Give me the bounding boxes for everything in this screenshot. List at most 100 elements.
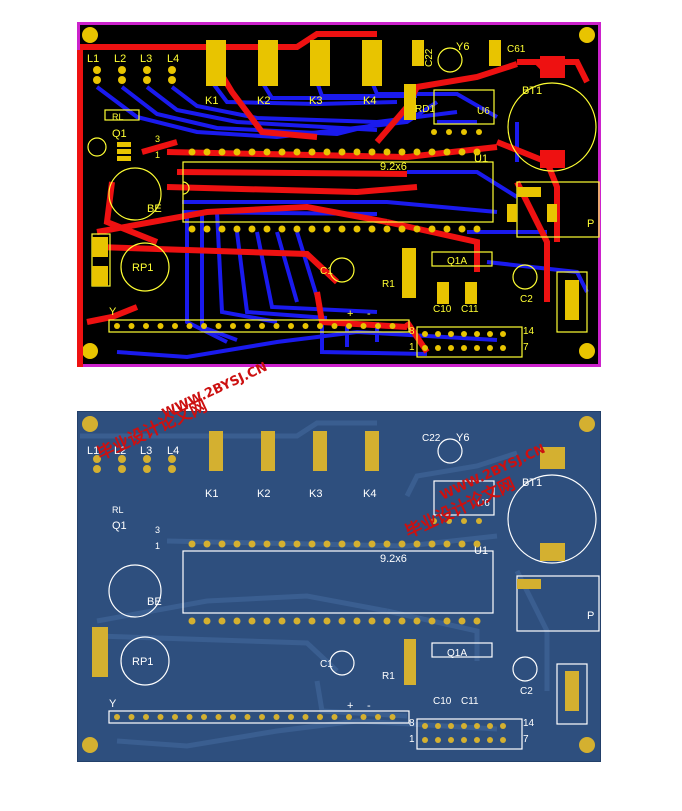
pin-pad xyxy=(461,331,467,337)
q1a-label: Q1A xyxy=(447,256,467,267)
pin-pad xyxy=(487,331,493,337)
pin-pad xyxy=(278,540,286,548)
pin-pad xyxy=(448,723,454,729)
pin-pad xyxy=(500,345,506,351)
pin-pad xyxy=(248,225,256,233)
pin-pad xyxy=(346,323,352,329)
pin-pad xyxy=(353,148,361,156)
pin-pad xyxy=(383,540,391,548)
pin-pad xyxy=(487,737,493,743)
c2-label: C2 xyxy=(520,686,533,697)
pin-pad xyxy=(476,129,482,135)
board-bottom-background xyxy=(77,411,601,762)
pin-pad xyxy=(383,617,391,625)
pin-pad xyxy=(487,345,493,351)
u6-label: U6 xyxy=(477,498,490,509)
p-label: P xyxy=(587,218,594,230)
pin-pad xyxy=(375,323,381,329)
header-pin7-label: 7 xyxy=(523,342,529,353)
pin-pad xyxy=(143,714,149,720)
header-pin1-label: 1 xyxy=(409,734,415,745)
pin-pad xyxy=(338,617,346,625)
u6-outline xyxy=(433,89,495,125)
pin-pad xyxy=(93,455,101,463)
pin-pad xyxy=(323,225,331,233)
pin-pad xyxy=(474,723,480,729)
p-label: P xyxy=(587,610,594,622)
pin-pad xyxy=(458,148,466,156)
pin-pad xyxy=(435,345,441,351)
pin-pad xyxy=(118,465,126,473)
mounting-hole xyxy=(82,27,98,43)
key-k2-label: K2 xyxy=(257,95,270,107)
pin-pad xyxy=(218,540,226,548)
pin-pad xyxy=(428,225,436,233)
silkscreen-outlines xyxy=(87,47,600,358)
pin-pad xyxy=(446,518,452,524)
pin-pad xyxy=(259,714,265,720)
pin-pad xyxy=(383,148,391,156)
pin-pad xyxy=(172,323,178,329)
right-header-outline xyxy=(556,271,588,333)
pin-pad xyxy=(128,323,135,329)
mounting-hole xyxy=(82,737,98,753)
pin-pad xyxy=(143,455,151,463)
pin-pad xyxy=(473,540,481,548)
key-k3-label: K3 xyxy=(309,95,322,107)
pin-pad xyxy=(428,148,436,156)
pin-pad xyxy=(448,737,454,743)
pin-pad xyxy=(458,540,466,548)
key-k4-label: K4 xyxy=(363,95,376,107)
c10-label: C10 xyxy=(433,696,452,707)
c61-label: C61 xyxy=(507,44,526,55)
pin-pad xyxy=(461,723,467,729)
mounting-hole xyxy=(579,27,595,43)
bt1-outline xyxy=(507,82,597,172)
pin-pad xyxy=(331,323,338,329)
rp1-label: RP1 xyxy=(132,656,153,668)
header-pin1-label: 1 xyxy=(409,342,415,353)
pin-pad xyxy=(114,714,120,720)
pin-pad xyxy=(308,225,316,233)
pin-pad xyxy=(398,540,406,548)
led-l2-label: L2 xyxy=(114,53,126,65)
key-k2-label: K2 xyxy=(257,488,270,500)
mounting-hole xyxy=(82,343,98,359)
pin-pad xyxy=(413,617,421,625)
pin-pad xyxy=(308,617,316,625)
pin-pad xyxy=(114,323,120,329)
pin-pad xyxy=(233,540,241,548)
pin-pad xyxy=(143,323,149,329)
q1-outline xyxy=(87,137,107,157)
pin-pad xyxy=(446,129,452,135)
pin-pad xyxy=(201,323,207,329)
q1a-outline xyxy=(431,251,493,267)
rp1-label: RP1 xyxy=(132,262,153,274)
pin-pad xyxy=(398,148,406,156)
mounting-hole xyxy=(579,416,595,432)
pin-pad xyxy=(474,331,480,337)
y6-label: Y6 xyxy=(456,41,469,53)
pin-pad xyxy=(443,617,451,625)
pin-pad xyxy=(458,617,466,625)
pin-pad xyxy=(168,76,176,84)
pin-pad xyxy=(473,225,481,233)
pin-pad xyxy=(263,540,271,548)
pin-pad xyxy=(389,714,396,720)
pin-pad xyxy=(368,148,376,156)
c2-outline xyxy=(512,264,538,290)
pin-pad xyxy=(278,148,286,156)
rl-label: RL xyxy=(112,505,124,515)
pin-pad xyxy=(331,714,338,720)
pads-top xyxy=(92,40,579,320)
q1-pin3-label: 3 xyxy=(155,525,160,535)
pin-pad xyxy=(244,323,251,329)
pin-pad xyxy=(118,76,126,84)
pin-pad xyxy=(293,225,301,233)
pin-pad xyxy=(435,331,441,337)
pin-pad xyxy=(203,148,211,156)
pin-pad xyxy=(461,345,467,351)
u1-label: U1 xyxy=(474,153,488,165)
pin-pad xyxy=(188,148,196,156)
pin-pad xyxy=(353,617,361,625)
